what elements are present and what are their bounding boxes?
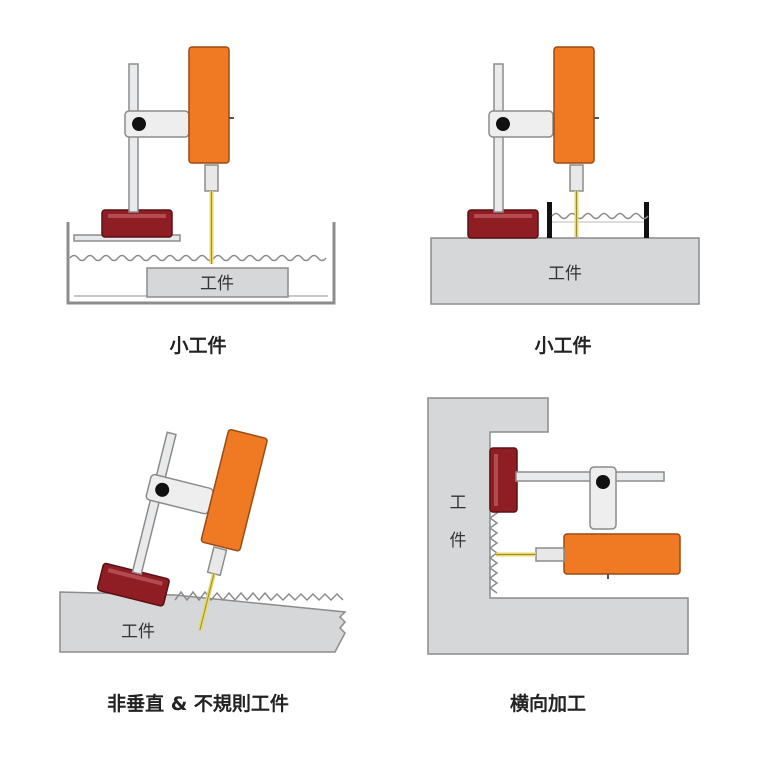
magnetic-base-highlight [108, 214, 166, 218]
drill-bit-edge [199, 573, 215, 631]
irregular-wall [488, 507, 499, 594]
magnetic-base-highlight [107, 568, 163, 586]
drill-chuck [535, 547, 565, 562]
stand-post-icon [128, 63, 139, 213]
drill-motor-icon [200, 429, 268, 552]
irregular-surface [174, 590, 344, 602]
stand-post-icon [131, 431, 177, 576]
drill-motor-icon [553, 46, 595, 164]
workpiece [430, 237, 700, 305]
panel-horizontal-machining: 工 件 横向加工 [427, 397, 689, 715]
drill-chuck [204, 164, 219, 192]
drill-chuck [569, 164, 584, 192]
caption-inclined-irregular: 非垂直 & 不規則工件 [107, 692, 289, 715]
knob-icon [496, 117, 510, 131]
drill-motor-icon [188, 46, 230, 164]
workpiece [427, 397, 689, 655]
knob-icon [155, 482, 170, 497]
workpiece-label: 工件 [548, 264, 582, 284]
stand-post-icon [493, 63, 504, 213]
fence-post-right [644, 202, 649, 238]
workpiece-label-line1: 工 [450, 493, 467, 513]
workpiece [146, 267, 289, 298]
workpiece-label-line2: 件 [450, 531, 467, 551]
coolant-surface [551, 212, 649, 220]
magnetic-base-highlight [474, 214, 532, 218]
drill-motor-icon [563, 533, 681, 575]
drill-chuck [206, 546, 228, 577]
magnetic-base-highlight [494, 454, 498, 506]
panel-inclined-irregular-workpiece: 工件 非垂直 & 不規則工件 [59, 429, 347, 715]
panel-small-workpiece-tank: 工件 小工件 [66, 46, 336, 357]
tilted-drill-assembly [96, 429, 268, 631]
caption-small-workpiece-2: 小工件 [534, 334, 591, 357]
workpiece-label: 工件 [121, 622, 155, 642]
coolant-surface [69, 254, 327, 262]
caption-small-workpiece-1: 小工件 [169, 334, 226, 357]
panel-small-workpiece-block: 工件 小工件 [430, 46, 700, 357]
knob-icon [132, 117, 146, 131]
workpiece-label: 工件 [200, 274, 234, 294]
caption-horizontal-machining: 横向加工 [510, 692, 586, 715]
fence-post-left [547, 202, 552, 238]
coolant-tank [66, 222, 336, 305]
knob-icon [596, 475, 610, 489]
